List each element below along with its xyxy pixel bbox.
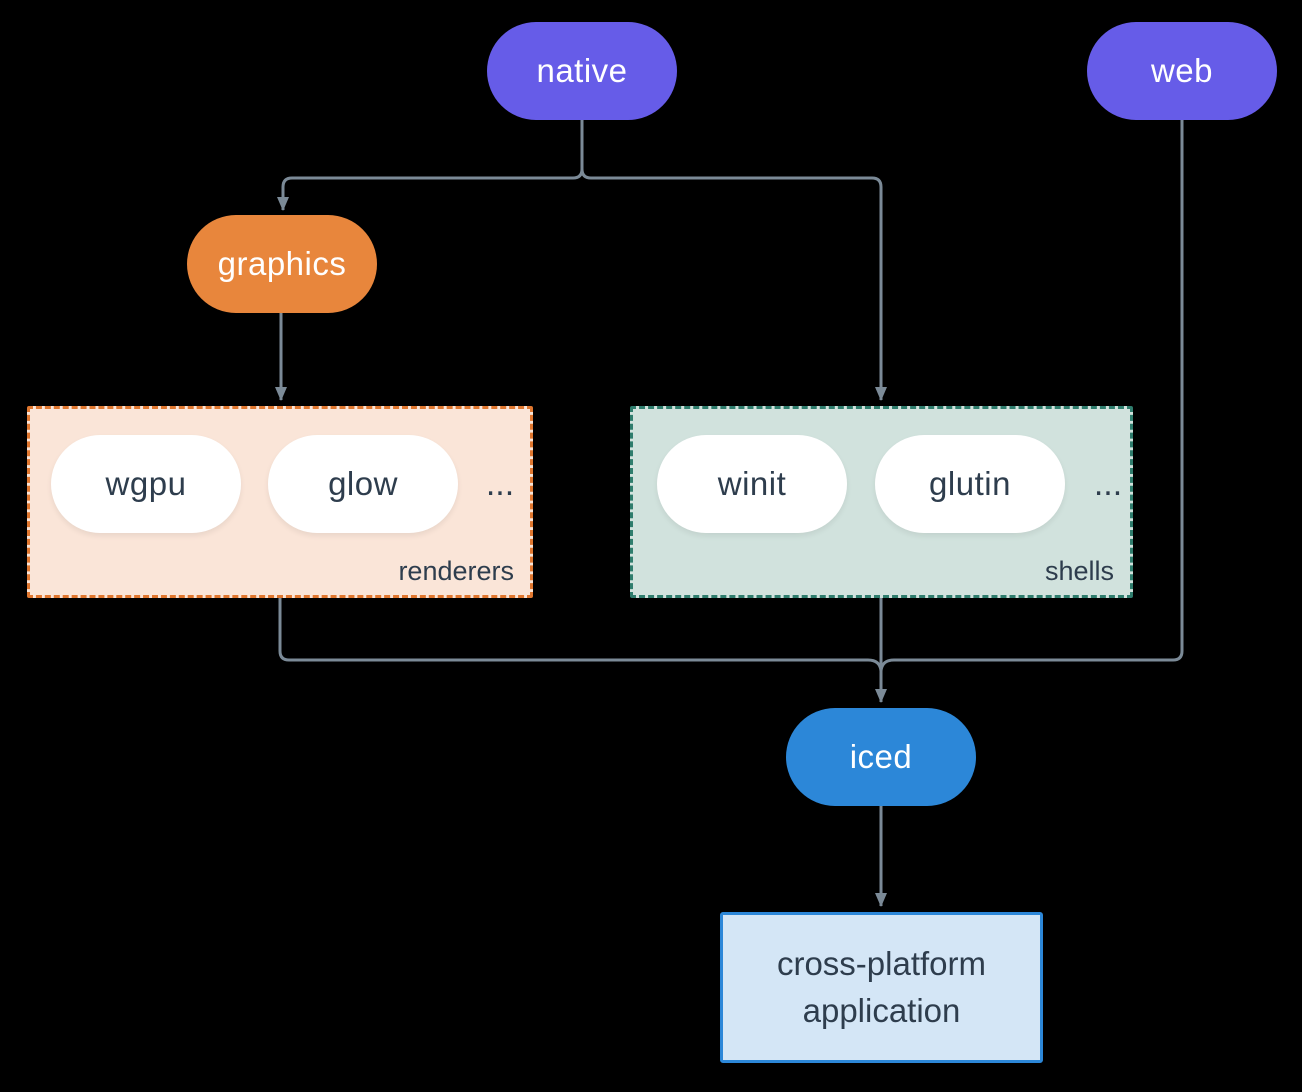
- node-wgpu-label: wgpu: [105, 465, 187, 502]
- node-graphics: graphics: [187, 215, 377, 313]
- node-wgpu: wgpu: [51, 435, 241, 533]
- app-label-line1: cross-platform: [776, 944, 987, 982]
- edge-renderers-to-iced: [278, 598, 883, 672]
- node-iced: iced: [786, 708, 976, 806]
- node-graphics-label: graphics: [217, 245, 347, 282]
- edge-web-to-iced: [879, 120, 1184, 672]
- group-renderers: wgpu glow ... renderers: [27, 406, 533, 598]
- renderers-group-label: renderers: [398, 556, 514, 586]
- group-shells: winit glutin ... shells: [630, 406, 1133, 598]
- node-native: native: [487, 22, 677, 120]
- shells-ellipsis: ...: [1093, 464, 1123, 503]
- node-glow: glow: [268, 435, 458, 533]
- app-label-line2: application: [802, 991, 961, 1029]
- node-glutin-label: glutin: [929, 465, 1011, 502]
- node-glutin: glutin: [875, 435, 1065, 533]
- node-winit-label: winit: [717, 465, 787, 502]
- node-web: web: [1087, 22, 1277, 120]
- node-iced-label: iced: [849, 738, 913, 775]
- edge-native-to-shells: [580, 120, 887, 401]
- node-winit: winit: [657, 435, 847, 533]
- renderers-ellipsis: ...: [485, 464, 515, 503]
- node-glow-label: glow: [328, 465, 398, 502]
- shells-group-label: shells: [1044, 556, 1114, 586]
- node-cross-platform-application: cross-platform application: [720, 912, 1043, 1063]
- node-web-label: web: [1150, 52, 1214, 89]
- node-native-label: native: [536, 52, 628, 89]
- edge-native-to-graphics: [277, 120, 584, 211]
